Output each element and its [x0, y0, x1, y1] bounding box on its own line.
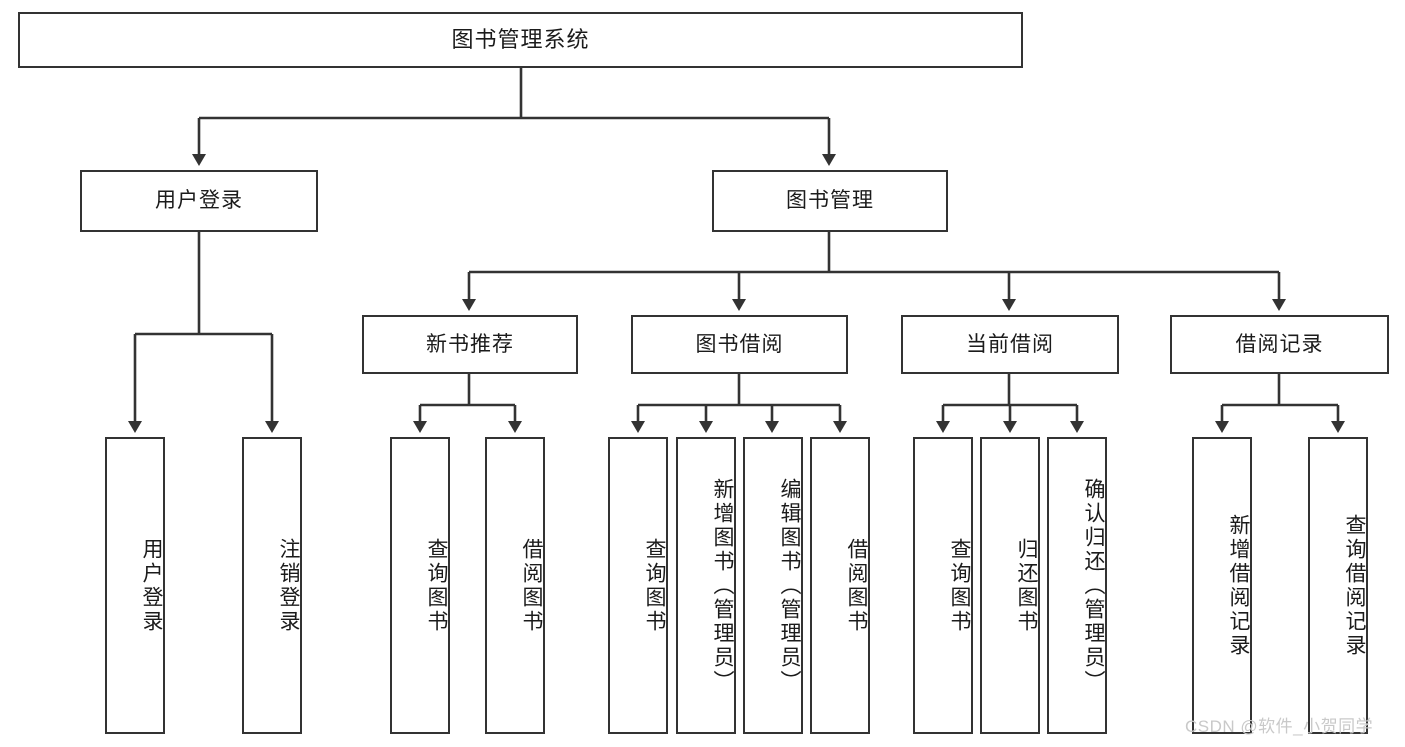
node-borrow-record-label: 借阅记录 — [1235, 332, 1324, 356]
leaf-label: 查询图书 — [425, 537, 448, 634]
leaf-label: 查询图书 — [643, 537, 666, 634]
node-borrow-record[interactable]: 借阅记录 — [1170, 315, 1389, 374]
node-book-borrow-label: 图书借阅 — [695, 332, 784, 356]
node-current-borrow-label: 当前借阅 — [966, 332, 1054, 356]
leaf-user-login-signout[interactable]: 注销登录 — [242, 437, 302, 734]
leaf-label: 用户登录 — [140, 537, 163, 634]
leaf-label: 查询借阅记录 — [1343, 513, 1366, 658]
leaf-label: 借阅图书 — [845, 537, 868, 634]
node-new-book-recommend-label: 新书推荐 — [426, 332, 514, 356]
leaf-record-add[interactable]: 新增借阅记录 — [1192, 437, 1252, 734]
leaf-label: 新增借阅记录 — [1227, 513, 1250, 658]
node-root-label: 图书管理系统 — [451, 26, 590, 52]
node-current-borrow[interactable]: 当前借阅 — [901, 315, 1119, 374]
leaf-user-login-signin[interactable]: 用户登录 — [105, 437, 165, 734]
leaf-label: 新增图书（管理员） — [711, 477, 734, 694]
node-book-borrow[interactable]: 图书借阅 — [631, 315, 848, 374]
node-user-login[interactable]: 用户登录 — [80, 170, 318, 232]
leaf-label: 注销登录 — [277, 537, 300, 634]
leaf-borrow-query-book[interactable]: 查询图书 — [608, 437, 668, 734]
leaf-borrow-add-book[interactable]: 新增图书（管理员） — [676, 437, 736, 734]
node-root[interactable]: 图书管理系统 — [18, 12, 1023, 68]
leaf-record-query[interactable]: 查询借阅记录 — [1308, 437, 1368, 734]
leaf-new-book-query[interactable]: 查询图书 — [390, 437, 450, 734]
leaf-label: 查询图书 — [948, 537, 971, 634]
node-book-management[interactable]: 图书管理 — [712, 170, 948, 232]
node-user-login-label: 用户登录 — [155, 189, 243, 213]
csdn-watermark: CSDN @软件_小贺同学 — [1185, 717, 1374, 736]
node-book-management-label: 图书管理 — [786, 189, 874, 213]
leaf-label: 确认归还（管理员） — [1082, 477, 1105, 694]
leaf-new-book-borrow[interactable]: 借阅图书 — [485, 437, 545, 734]
leaf-borrow-borrow-book[interactable]: 借阅图书 — [810, 437, 870, 734]
leaf-label: 归还图书 — [1015, 537, 1038, 634]
leaf-label: 编辑图书（管理员） — [778, 477, 801, 694]
leaf-current-return-book[interactable]: 归还图书 — [980, 437, 1040, 734]
leaf-label: 借阅图书 — [520, 537, 543, 634]
node-new-book-recommend[interactable]: 新书推荐 — [362, 315, 578, 374]
leaf-current-confirm-return[interactable]: 确认归还（管理员） — [1047, 437, 1107, 734]
leaf-borrow-edit-book[interactable]: 编辑图书（管理员） — [743, 437, 803, 734]
leaf-current-query-book[interactable]: 查询图书 — [913, 437, 973, 734]
